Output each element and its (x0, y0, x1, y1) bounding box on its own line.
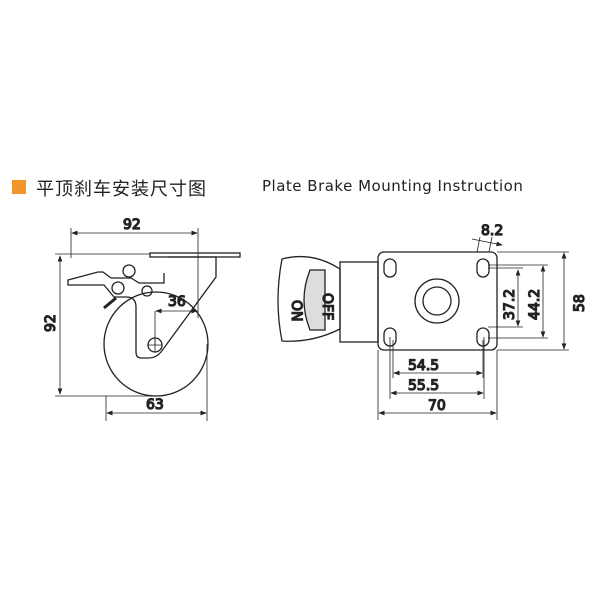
dim-37-2: 37.2 (502, 289, 518, 320)
title-chinese: 平顶刹车安装尺寸图 (36, 179, 207, 200)
dim-70: 70 (428, 398, 446, 414)
dim-wheel-diameter: 63 (146, 397, 164, 413)
brake-pedal (277, 255, 341, 342)
dim-44-2: 44.2 (527, 289, 543, 320)
dim-height: 92 (43, 314, 59, 332)
top-view: ON OFF 54.5 55.5 70 8.2 37.2 44.2 58 (277, 222, 589, 420)
title-accent-square (12, 180, 26, 194)
side-view: 92 92 36 63 (42, 216, 241, 421)
dim-width: 92 (123, 217, 141, 233)
pedal-on-label: ON (288, 300, 304, 322)
pedal-off-label: OFF (319, 293, 335, 320)
dim-offset: 36 (168, 294, 186, 310)
dim-55-5: 55.5 (408, 378, 439, 394)
dim-58: 58 (572, 294, 588, 312)
dim-8-2: 8.2 (481, 223, 503, 239)
dim-54-5: 54.5 (408, 358, 439, 374)
title-english: Plate Brake Mounting Instruction (262, 177, 524, 195)
top-plate (377, 251, 498, 351)
